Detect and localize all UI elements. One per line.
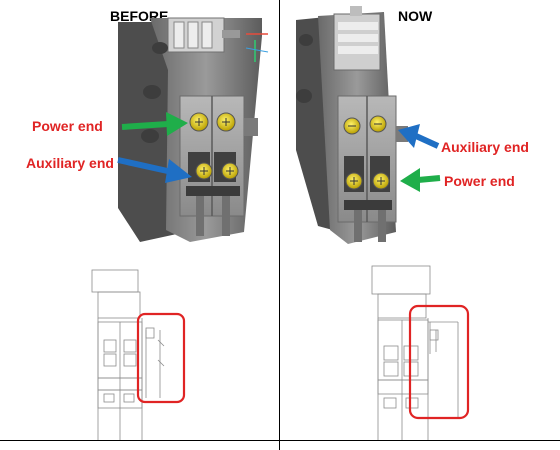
before-power-end-label: Power end [32, 118, 103, 134]
before-breaker-3d [118, 17, 269, 242]
now-auxiliary-end-label: Auxiliary end [441, 139, 529, 155]
before-line-drawing [91, 269, 165, 440]
now-breaker-3d [296, 6, 408, 244]
before-power-arrow [121, 112, 188, 136]
now-line-drawing [371, 265, 459, 440]
panel-divider [279, 0, 280, 450]
now-title: NOW [398, 8, 433, 24]
before-auxiliary-end-label: Auxiliary end [26, 155, 114, 171]
before-highlight-box [136, 312, 186, 404]
now-panel [280, 0, 560, 441]
now-highlight-box [408, 304, 470, 420]
before-panel [0, 0, 279, 441]
now-power-end-label: Power end [444, 173, 515, 189]
before-auxiliary-arrow [117, 157, 192, 183]
now-power-arrow [400, 168, 441, 192]
now-auxiliary-arrow [398, 124, 440, 149]
